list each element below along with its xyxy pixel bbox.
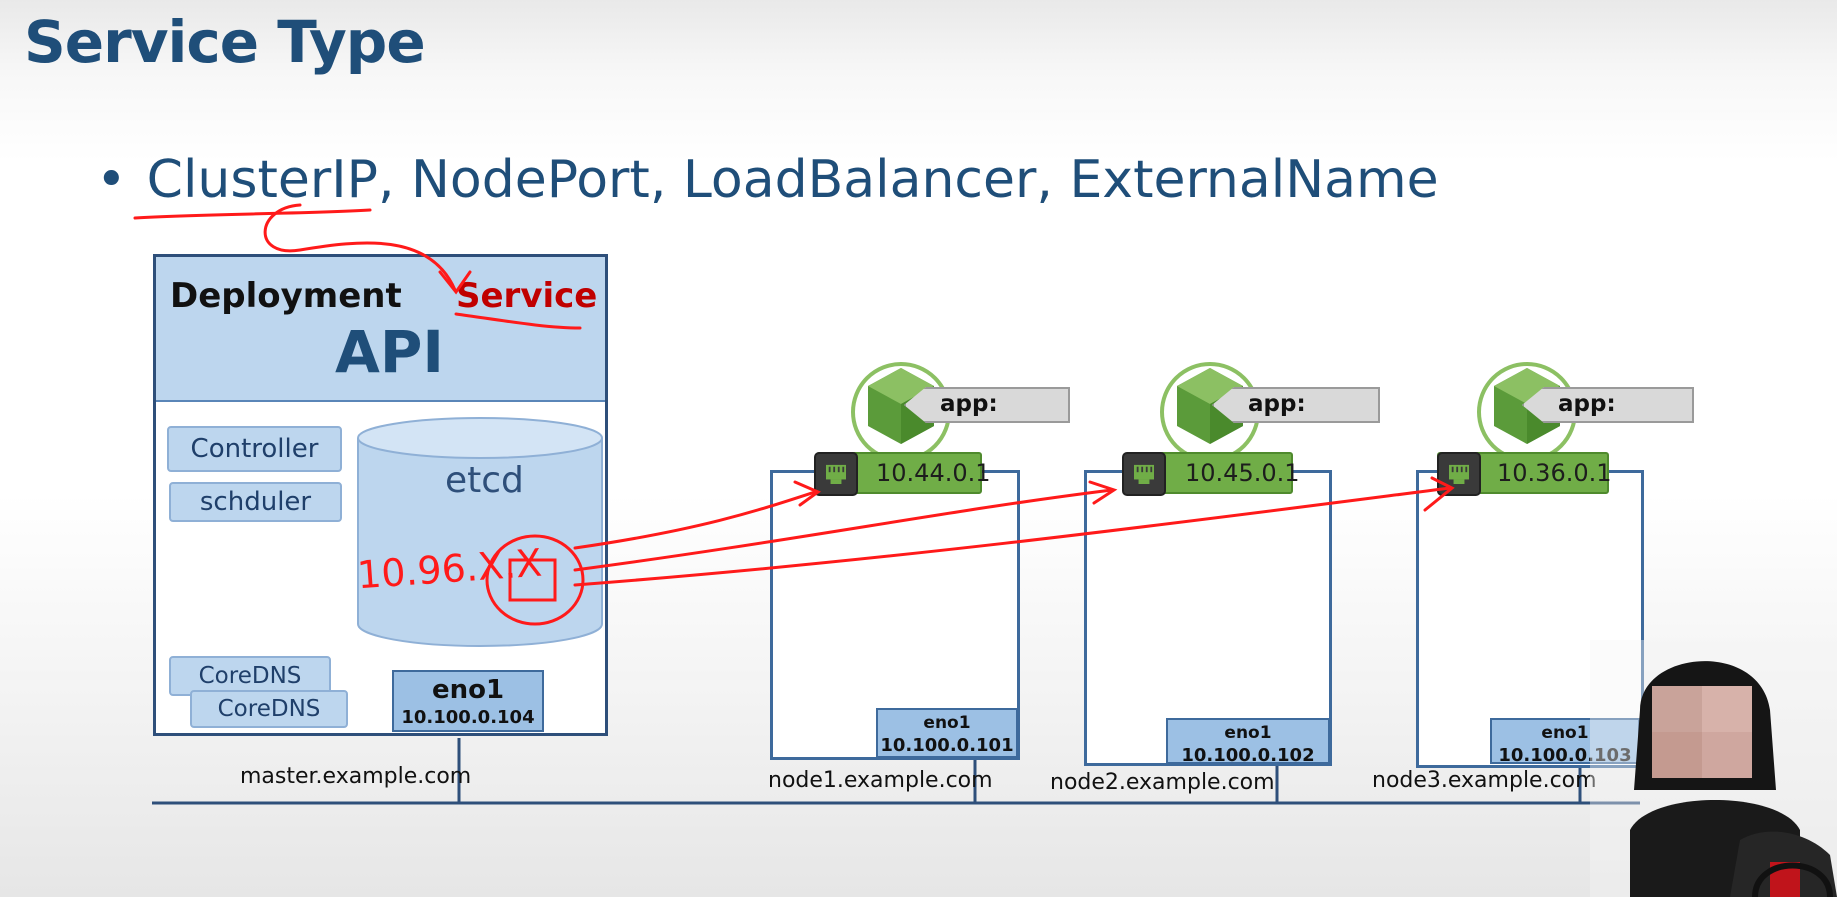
bullet-dot: • — [96, 150, 127, 210]
node1-hostname: node1.example.com — [768, 768, 993, 793]
eno-name: eno1 — [431, 675, 505, 705]
master-eno-interface: eno1 10.100.0.104 — [392, 670, 544, 732]
api-label: API — [335, 318, 444, 386]
eno-ip: 10.100.0.104 — [401, 707, 535, 728]
service-type-externalname: ExternalName — [1069, 150, 1439, 210]
service-label: Service — [456, 276, 598, 316]
pod-label-tag: app: webui — [904, 387, 1070, 423]
node2-hostname: node2.example.com — [1050, 770, 1275, 795]
eno-name: eno1 — [923, 713, 971, 733]
coredns-component: CoreDNS — [190, 690, 348, 728]
separator: , — [649, 150, 683, 210]
underline-clusterip — [133, 208, 372, 220]
scheduler-component: schduler — [169, 482, 342, 522]
pod-label-tag: app: webui — [1522, 387, 1694, 423]
eno-name: eno1 — [1224, 723, 1272, 743]
person-webcam-overlay — [1590, 640, 1837, 897]
eno-ip: 10.100.0.101 — [880, 735, 1014, 756]
clusterip-to-service-arrow — [263, 203, 457, 292]
deployment-label: Deployment — [170, 276, 402, 316]
eno-ip: 10.100.0.102 — [1181, 745, 1315, 766]
arrowhead — [438, 270, 472, 295]
arrow-to-node3 — [573, 486, 1452, 587]
service-type-clusterip: ClusterIP — [146, 150, 378, 210]
node2-eno-interface: eno1 10.100.0.102 — [1166, 718, 1330, 766]
separator: , — [1036, 150, 1070, 210]
ethernet-port-icon — [1437, 452, 1481, 496]
service-type-nodeport: NodePort — [411, 150, 650, 210]
service-box-scribble — [508, 558, 557, 602]
eno-name: eno1 — [1541, 723, 1589, 743]
page-title: Service Type — [24, 8, 426, 76]
ethernet-port-icon — [814, 452, 858, 496]
master-hostname: master.example.com — [240, 764, 472, 789]
node3-eno-interface: eno1 10.100.0.103 — [1490, 718, 1640, 766]
api-band — [156, 257, 605, 402]
etcd-label: etcd — [445, 460, 524, 501]
service-circle — [485, 534, 585, 626]
node1-eno-interface: eno1 10.100.0.101 — [876, 708, 1018, 758]
separator: , — [377, 150, 411, 210]
eno-ip: 10.100.0.103 — [1498, 745, 1632, 766]
controller-component: Controller — [167, 426, 342, 472]
pod-label-tag: app: webui — [1212, 387, 1380, 423]
underline-service — [454, 312, 582, 330]
arrow-to-node2 — [573, 488, 1114, 572]
service-types-bullet: • ClusterIP, NodePort, LoadBalancer, Exte… — [96, 150, 1439, 210]
ethernet-port-icon — [1122, 452, 1166, 496]
service-type-loadbalancer: LoadBalancer — [682, 150, 1037, 210]
coredns-component: CoreDNS — [169, 656, 331, 696]
etcd-cylinder — [357, 417, 603, 647]
node3-hostname: node3.example.com — [1372, 768, 1597, 793]
arrow-to-node1 — [573, 490, 817, 550]
